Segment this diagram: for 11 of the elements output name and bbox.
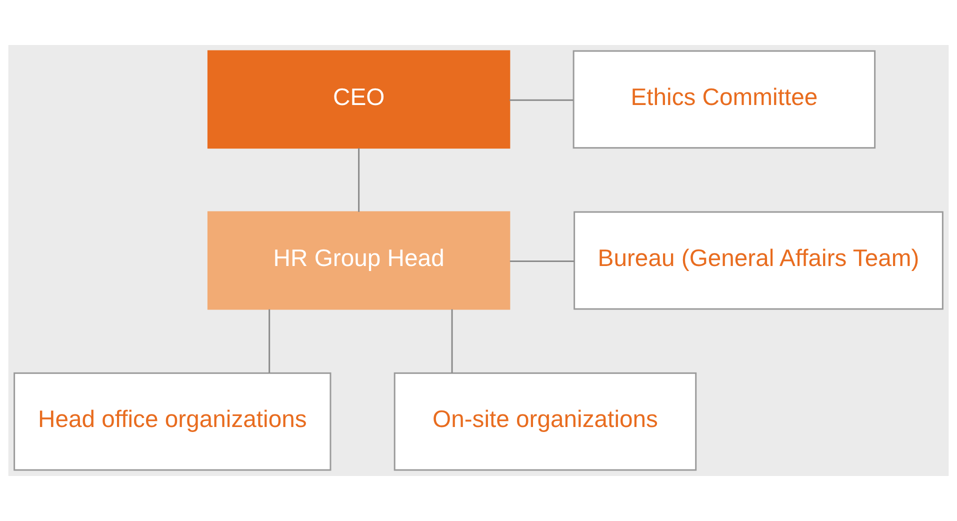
connector — [451, 309, 453, 373]
connector — [510, 260, 574, 262]
node-box: HR Group Head — [207, 211, 510, 310]
connector — [268, 309, 270, 373]
connector — [510, 99, 574, 101]
node-box: Bureau (General Affairs Team) — [574, 211, 944, 310]
node-box: CEO — [207, 50, 510, 149]
node-box: On-site organizations — [394, 372, 697, 471]
node-box: Ethics Committee — [572, 50, 876, 149]
connector — [358, 148, 360, 212]
node-box: Head office organizations — [14, 372, 332, 471]
